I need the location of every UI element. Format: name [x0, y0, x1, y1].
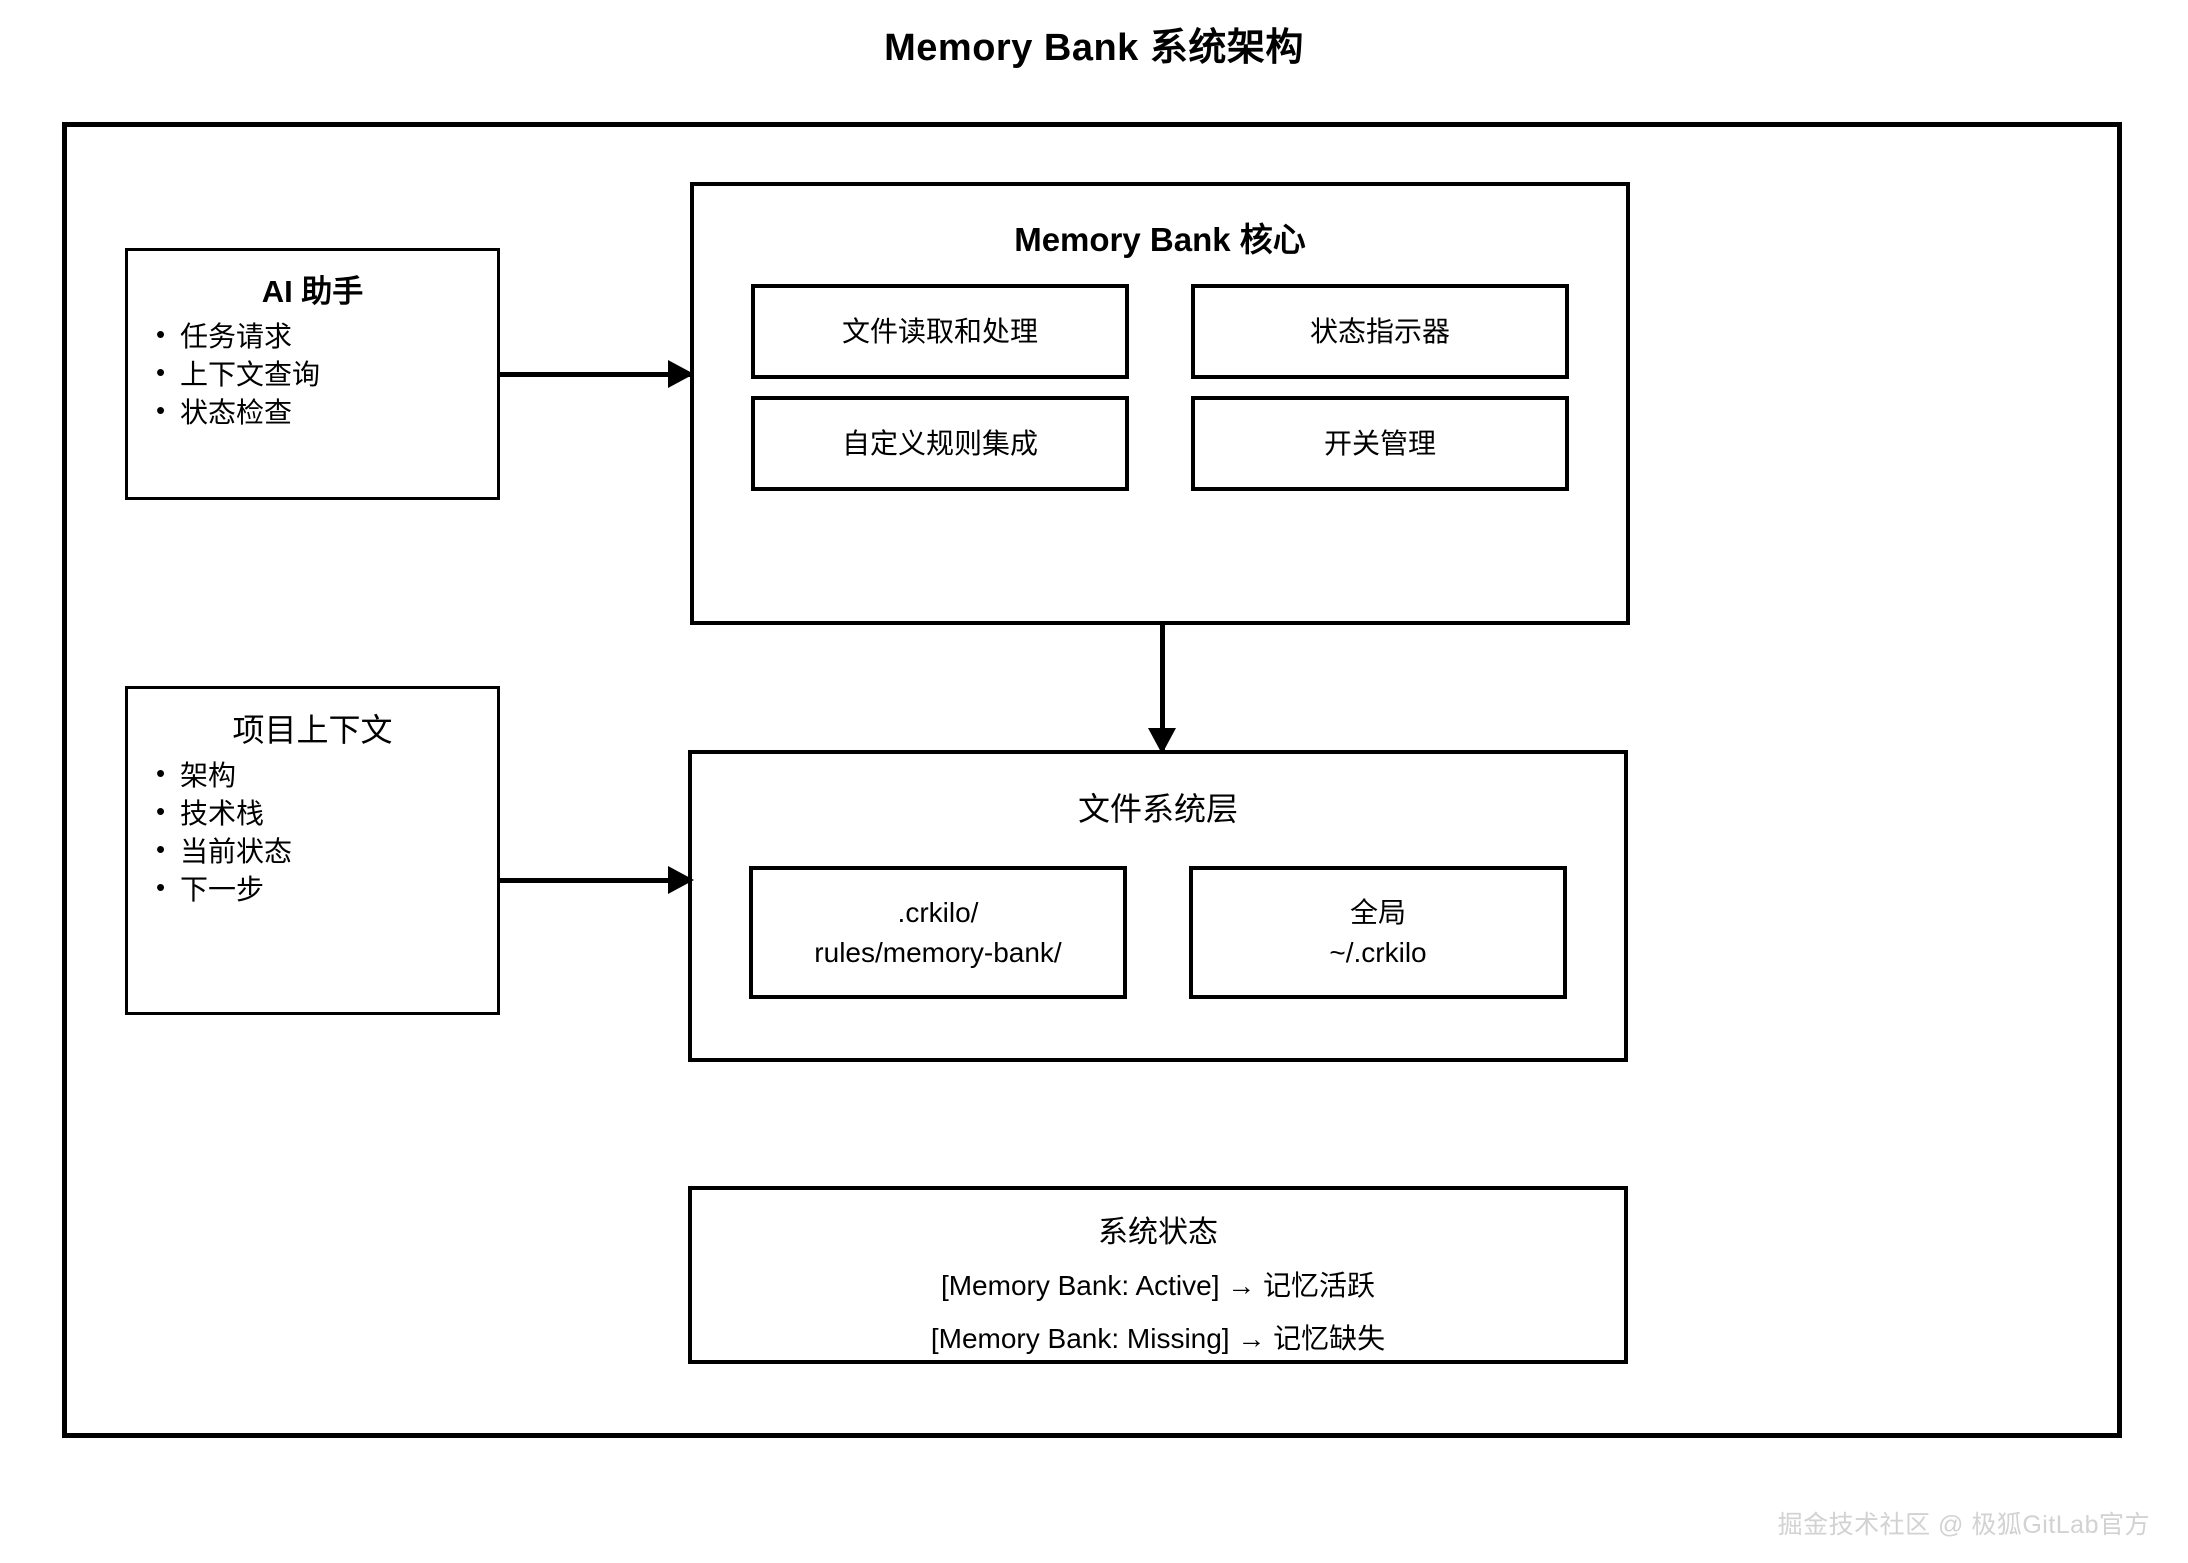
project-context-bullets: 架构 技术栈 当前状态 下一步	[128, 757, 497, 908]
core-module-status-indicator: 状态指示器	[1191, 284, 1569, 379]
watermark-text: 掘金技术社区 @ 极狐GitLab官方	[1777, 1511, 2150, 1539]
core-module-row-1: 文件读取和处理 状态指示器	[694, 284, 1626, 379]
fs-path-line-2: ~/.crkilo	[1329, 936, 1427, 968]
fs-path-project-rules: .crkilo/ rules/memory-bank/	[749, 866, 1127, 999]
memory-bank-core-node: Memory Bank 核心 文件读取和处理 状态指示器 自定义规则集成 开关管…	[690, 182, 1630, 625]
list-item: 当前状态	[154, 833, 497, 870]
fs-path-global: 全局 ~/.crkilo	[1189, 866, 1567, 999]
status-badge-active: [Memory Bank: Active] → 记忆活跃	[940, 1270, 1376, 1301]
list-item: 状态检查	[154, 394, 497, 431]
arrowhead-icon	[668, 866, 694, 894]
arrow-right-icon-context-to-filesystem	[500, 866, 694, 894]
fs-path-line-2: rules/memory-bank/	[814, 936, 1062, 968]
arrow-right-icon-ai-to-core	[500, 360, 694, 388]
arrowhead-icon	[1148, 728, 1176, 754]
arrowhead-icon	[668, 360, 694, 388]
list-item: 技术栈	[154, 795, 497, 832]
fs-path-line-1: 全局	[1349, 896, 1406, 928]
list-item: 上下文查询	[154, 356, 497, 393]
status-badge-missing: [Memory Bank: Missing] → 记忆缺失	[930, 1323, 1386, 1354]
system-status-title: 系统状态	[1098, 1216, 1218, 1249]
fs-path-line-1: .crkilo/	[897, 896, 979, 928]
list-item: 下一步	[154, 871, 497, 908]
file-system-path-row: .crkilo/ rules/memory-bank/ 全局 ~/.crkilo	[692, 866, 1624, 999]
file-system-layer-node: 文件系统层 .crkilo/ rules/memory-bank/ 全局 ~/.…	[688, 750, 1628, 1062]
file-system-layer-title: 文件系统层	[1077, 791, 1238, 827]
project-context-title: 项目上下文	[232, 712, 393, 748]
memory-bank-core-title: Memory Bank 核心	[1014, 221, 1306, 258]
arrow-down-icon-core-to-filesystem	[1148, 625, 1176, 754]
list-item: 任务请求	[154, 318, 497, 355]
project-context-node: 项目上下文 架构 技术栈 当前状态 下一步	[125, 686, 500, 1015]
core-module-file-read: 文件读取和处理	[751, 284, 1129, 379]
page-title: Memory Bank 系统架构	[884, 27, 1304, 69]
core-module-toggle-management: 开关管理	[1191, 396, 1569, 491]
list-item: 架构	[154, 757, 497, 794]
system-status-node: 系统状态 [Memory Bank: Active] → 记忆活跃 [Memor…	[688, 1186, 1628, 1364]
ai-assistant-title: AI 助手	[261, 274, 364, 309]
ai-assistant-bullets: 任务请求 上下文查询 状态检查	[128, 318, 497, 431]
ai-assistant-node: AI 助手 任务请求 上下文查询 状态检查	[125, 248, 500, 500]
core-module-custom-rules: 自定义规则集成	[751, 396, 1129, 491]
core-module-row-2: 自定义规则集成 开关管理	[694, 396, 1626, 491]
